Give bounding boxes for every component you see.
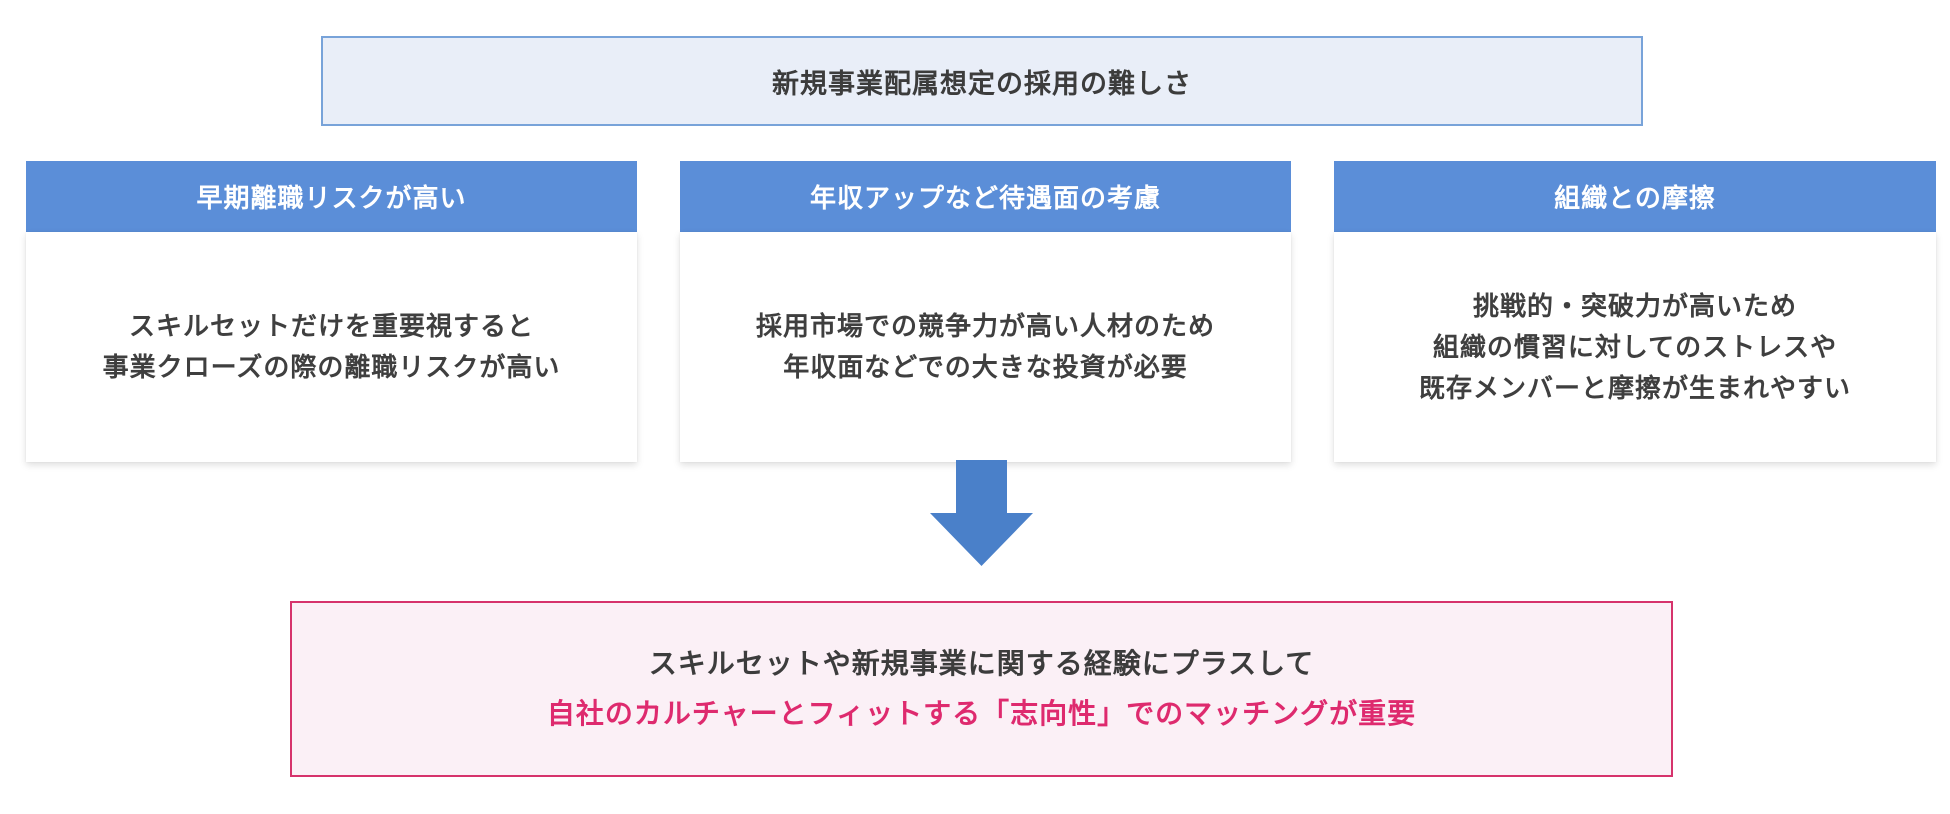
card-body: スキルセットだけを重要視すると 事業クローズの際の離職リスクが高い xyxy=(26,232,637,462)
card-body-line: スキルセットだけを重要視すると xyxy=(128,311,534,341)
down-arrow-icon xyxy=(930,460,1033,566)
card-body-line: 事業クローズの際の離職リスクが高い xyxy=(102,352,561,382)
conclusion-line-primary: スキルセットや新規事業に関する経験にプラスして xyxy=(648,648,1315,679)
card-body-line: 既存メンバーと摩擦が生まれやすい xyxy=(1418,372,1851,403)
card-organizational-friction: 組織との摩擦 挑戦的・突破力が高いため 組織の慣習に対してのストレスや 既存メン… xyxy=(1334,161,1936,462)
card-header-label: 年収アップなど待遇面の考慮 xyxy=(809,183,1161,213)
title-box: 新規事業配属想定の採用の難しさ xyxy=(321,36,1643,126)
card-header: 年収アップなど待遇面の考慮 xyxy=(680,161,1291,232)
card-compensation-consideration: 年収アップなど待遇面の考慮 採用市場での競争力が高い人材のため 年収面などでの大… xyxy=(680,161,1291,462)
card-body-line: 組織の慣習に対してのストレスや xyxy=(1432,331,1838,362)
card-body-line: 年収面などでの大きな投資が必要 xyxy=(783,352,1188,382)
card-header: 組織との摩擦 xyxy=(1334,161,1936,232)
card-header-label: 早期離職リスクが高い xyxy=(196,183,467,213)
card-body-line: 挑戦的・突破力が高いため xyxy=(1472,290,1797,321)
conclusion-box: スキルセットや新規事業に関する経験にプラスして 自社のカルチャーとフィットする「… xyxy=(290,601,1673,777)
card-body: 挑戦的・突破力が高いため 組織の慣習に対してのストレスや 既存メンバーと摩擦が生… xyxy=(1334,232,1936,462)
card-body-line: 採用市場での競争力が高い人材のため xyxy=(755,311,1215,341)
diagram-title: 新規事業配属想定の採用の難しさ xyxy=(772,68,1192,99)
card-body: 採用市場での競争力が高い人材のため 年収面などでの大きな投資が必要 xyxy=(680,232,1291,462)
card-header: 早期離職リスクが高い xyxy=(26,161,637,232)
card-header-label: 組織との摩擦 xyxy=(1554,183,1716,213)
conclusion-line-accent: 自社のカルチャーとフィットする「志向性」でのマッチングが重要 xyxy=(546,698,1417,729)
card-early-turnover-risk: 早期離職リスクが高い スキルセットだけを重要視すると 事業クローズの際の離職リス… xyxy=(26,161,637,462)
